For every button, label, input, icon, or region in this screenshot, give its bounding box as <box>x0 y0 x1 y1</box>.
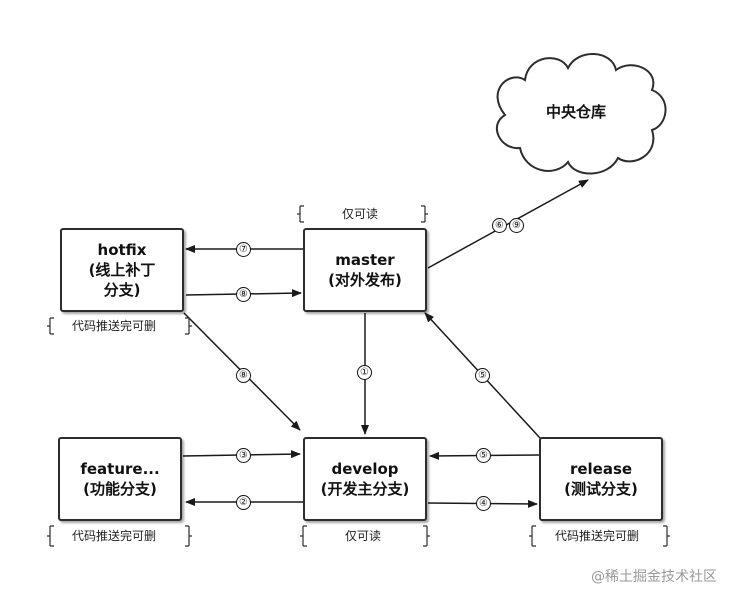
develop-branch-node[interactable]: develop (开发主分支) <box>303 437 427 521</box>
step-label-hotfix-to-master: ⑧ <box>236 287 251 302</box>
hotfix-subtitle-line1: (线上补丁 <box>88 261 156 279</box>
hotfix-subtitle-line2: 分支) <box>103 281 141 299</box>
develop-subtitle: (开发主分支) <box>320 480 410 498</box>
feature-subtitle: (功能分支) <box>83 480 157 498</box>
step-label-develop-to-feature: ② <box>236 495 251 510</box>
brace-feature-delete <box>47 525 192 547</box>
brace-master-readonly <box>297 205 428 223</box>
cloud-shape <box>495 53 667 175</box>
master-readonly-note: 仅可读 <box>342 207 379 221</box>
release-subtitle: (测试分支) <box>564 480 638 498</box>
step-label-master-to-repo: ⑥ ⑨ <box>492 218 524 233</box>
release-delete-note: 代码推送完可删 <box>555 529 640 543</box>
watermark: @稀土掘金技术社区 <box>591 569 717 585</box>
arrow-master-to-repo <box>427 179 589 269</box>
step-label-master-to-hotfix: ⑦ <box>236 242 251 257</box>
feature-delete-note: 代码推送完可删 <box>72 529 157 543</box>
step-label-master-to-develop: ① <box>357 365 372 380</box>
step-label-develop-to-release: ④ <box>476 496 491 511</box>
hotfix-title: hotfix <box>97 241 147 259</box>
step-label-master-to-repo-b: ⑨ <box>509 218 524 233</box>
develop-title: develop <box>331 460 399 478</box>
release-title: release <box>569 460 633 478</box>
step-label-feature-to-develop: ③ <box>236 448 251 463</box>
feature-branch-node[interactable]: feature... (功能分支) <box>58 437 182 521</box>
brace-release-delete <box>529 525 670 547</box>
brace-develop-readonly <box>300 525 430 547</box>
feature-title: feature... <box>80 460 160 478</box>
step-label-hotfix-to-develop: ⑧ <box>236 368 251 383</box>
develop-readonly-note: 仅可读 <box>345 529 382 543</box>
master-subtitle: (对外发布) <box>328 271 402 289</box>
hotfix-branch-node[interactable]: hotfix (线上补丁 分支) <box>60 228 184 312</box>
master-branch-node[interactable]: master (对外发布) <box>303 228 427 312</box>
master-title: master <box>335 251 395 269</box>
step-label-release-to-master: ⑤ <box>475 368 490 383</box>
central-repo-label: 中央仓库 <box>546 103 607 121</box>
brace-hotfix-delete <box>47 317 192 335</box>
step-label-master-to-repo-a: ⑥ <box>492 218 507 233</box>
release-branch-node[interactable]: release (测试分支) <box>539 437 663 521</box>
step-label-release-to-develop: ⑤ <box>476 448 491 463</box>
hotfix-delete-note: 代码推送完可删 <box>72 319 157 333</box>
